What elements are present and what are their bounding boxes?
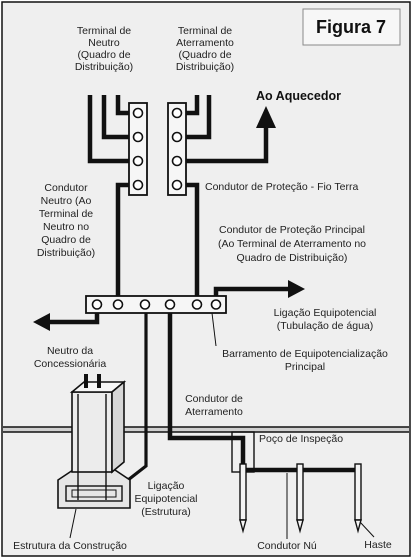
- label-line: (Tubulação de água): [277, 320, 374, 332]
- neutral-terminal-screw: [132, 107, 144, 119]
- neutral-terminal-screw: [132, 131, 144, 143]
- earth-input-wire-2: [177, 95, 212, 140]
- label-line: Condutor de: [185, 393, 243, 405]
- label-line: Distribuição): [37, 247, 95, 259]
- label-terminal-aterramento: Terminal de Aterramento (Quadro de Distr…: [176, 25, 234, 73]
- label-line: Neutro no: [43, 221, 89, 233]
- label-line: Condutor de Proteção Principal: [219, 224, 365, 236]
- label-barramento: Barramento de Equipotencialização Princi…: [222, 348, 388, 373]
- label-neutro-concessionaria: Neutro da Concessionária: [34, 345, 107, 370]
- ground-band: [3, 427, 409, 432]
- footing-reinforcement: [65, 485, 123, 502]
- ground-rod: [239, 463, 247, 521]
- label-poco-inspecao: Poço de Inspeção: [259, 433, 343, 445]
- earth-terminal-screw: [171, 179, 183, 191]
- bus-screw: [164, 299, 176, 310]
- label-line: Quadro de Distribuição): [237, 252, 348, 264]
- bus-screw: [91, 299, 103, 310]
- label-line: (Estrutura): [141, 506, 191, 518]
- water-pipe-arrow-icon: [288, 280, 305, 298]
- label-ao-aquecedor: Ao Aquecedor: [256, 89, 341, 103]
- ground-rod-tip: [239, 519, 247, 534]
- label-line: Neutro: [88, 37, 120, 49]
- label-condutor-neutro: Condutor Neutro (Ao Terminal de Neutro n…: [37, 182, 95, 259]
- earth-terminal-screw: [171, 107, 183, 119]
- label-estrutura-construcao: Estrutura da Construção: [13, 540, 127, 552]
- building-structure: [57, 374, 131, 509]
- neutral-terminal-bar: [128, 102, 148, 196]
- label-line: (Ao Terminal de Aterramento no: [218, 238, 366, 250]
- label-line: Distribuição): [75, 61, 133, 73]
- label-line: Neutro (Ao: [41, 195, 92, 207]
- label-line: Quadro de: [41, 234, 91, 246]
- ground-rods: [239, 463, 362, 534]
- equipotential-bus-bar: [85, 295, 227, 314]
- label-line: (Quadro de: [77, 49, 130, 61]
- ground-rod-tip: [354, 519, 362, 534]
- bus-leader-line: [211, 312, 217, 347]
- label-haste: Haste: [364, 539, 392, 551]
- utility-neutral-arrow-icon: [33, 313, 50, 331]
- label-line: Equipotencial: [134, 493, 197, 505]
- label-line: Terminal de: [77, 25, 131, 37]
- label-line: Neutro da: [47, 345, 93, 357]
- heater-arrow-icon: [256, 106, 276, 128]
- label-ligacao-tubulacao: Ligação Equipotencial (Tubulação de água…: [274, 307, 377, 332]
- neutral-terminal-screw: [132, 179, 144, 191]
- neutral-input-wire-3: [87, 95, 138, 164]
- label-fio-terra: Condutor de Proteção - Fio Terra: [205, 181, 358, 193]
- label-line: Ligação: [148, 480, 185, 492]
- heater-protection-conductor: [177, 127, 269, 164]
- bus-screw: [139, 299, 151, 310]
- footing: [57, 467, 131, 509]
- structure-leader-line: [69, 508, 77, 539]
- earth-terminal-bar: [167, 102, 187, 196]
- neutral-input-wire-2: [101, 95, 138, 140]
- label-terminal-neutro: Terminal de Neutro (Quadro de Distribuiç…: [75, 25, 133, 73]
- grounding-conductor: [167, 304, 246, 468]
- label-line: Concessionária: [34, 358, 107, 370]
- ground-rod: [354, 463, 362, 521]
- label-line: Distribuição): [176, 61, 234, 73]
- label-line: Terminal de: [178, 25, 232, 37]
- label-ligacao-estrutura: Ligação Equipotencial (Estrutura): [134, 480, 197, 518]
- figure-label-box: Figura 7: [302, 8, 401, 46]
- bus-screw: [191, 299, 203, 310]
- figure-title: Figura 7: [316, 17, 386, 37]
- ground-surface: [3, 426, 409, 433]
- label-condutor-nu: Condutor Nú: [257, 540, 317, 552]
- earth-terminal-screw: [171, 155, 183, 167]
- label-protecao-principal: Condutor de Proteção Principal (Ao Termi…: [218, 224, 366, 264]
- ground-rod: [296, 463, 304, 521]
- bus-screw: [112, 299, 124, 310]
- label-line: Ligação Equipotencial: [274, 307, 377, 319]
- label-line: Condutor: [44, 182, 88, 194]
- label-line: Principal: [285, 361, 325, 373]
- footing-reinforcement-inner: [71, 489, 117, 498]
- label-line: Barramento de Equipotencialização: [222, 348, 388, 360]
- label-line: Terminal de: [39, 208, 93, 220]
- earth-terminal: [167, 102, 187, 196]
- bus-screw: [210, 299, 222, 310]
- structure-bonding-conductor: [127, 304, 148, 482]
- rod-leader-line: [359, 521, 375, 538]
- column-side-face: [111, 380, 125, 474]
- earth-terminal-screw: [171, 131, 183, 143]
- label-line: Aterramento: [185, 406, 243, 418]
- label-line: (Quadro de: [178, 49, 231, 61]
- ground-rod-tip: [296, 519, 304, 534]
- neutral-terminal-screw: [132, 155, 144, 167]
- label-line: Aterramento: [176, 37, 234, 49]
- label-condutor-aterramento: Condutor de Aterramento: [185, 393, 243, 418]
- equipotential-bus: [85, 295, 227, 314]
- neutral-terminal: [128, 102, 148, 196]
- figure-label-frame: [302, 8, 401, 46]
